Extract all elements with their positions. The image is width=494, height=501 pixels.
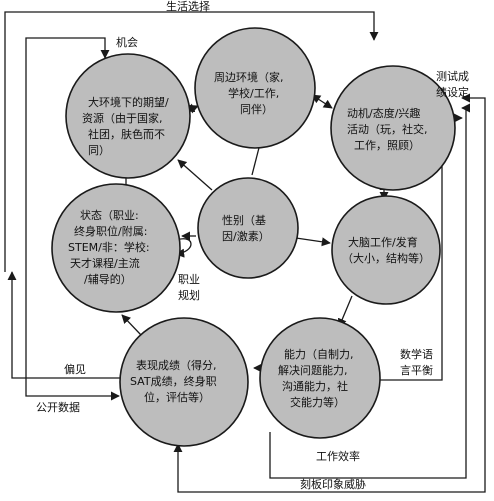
svg-text:性别（基 因/激素）: 性别（基 因/激素）: [222, 213, 270, 243]
svg-text:动机/态度/兴趣 活动（玩，社交,: 动机/态度/兴趣 活动（玩，社交, 工作，照顾）: [347, 106, 431, 152]
node-surroundings: 周边环境（家, 学校/工作, 同伴）: [194, 27, 316, 149]
loop-stereotype-threat: [173, 440, 486, 493]
node-performance-line-1: 表现成绩（得分,: [136, 358, 217, 372]
loop-public-data: [25, 385, 120, 401]
node-surroundings-line-3: 同伴）: [240, 103, 273, 116]
label-stereotype-threat: 刻板印象威胁: [300, 477, 366, 491]
node-environment-line-1: 大环境下的期望/: [88, 95, 169, 109]
svg-text:周边环境（家, 学校/工作, 同伴）: 周边环境（家, 学校/工作, 同伴）: [214, 70, 287, 116]
node-environment-line-4: 同）: [88, 144, 110, 157]
node-status: 状态（职业: 终身职位/附属: STEM/非：学校: 天才课程/主流 /辅导的）: [51, 183, 181, 313]
node-ability-line-1: 能力（自制力,: [284, 347, 354, 361]
svg-text:大脑工作/发育 （大小，结构等）: 大脑工作/发育 （大小，结构等）: [342, 235, 430, 265]
node-status-line-5: /辅导的）: [84, 272, 132, 286]
node-motivation: 动机/态度/兴趣 活动（玩，社交, 工作，照顾）: [330, 65, 456, 191]
node-environment-line-3: 社团，肤色而不: [88, 127, 165, 141]
svg-text:大环境下的期望/ 资源（由于国家,: 大环境下的期望/ 资源（由于国家, 社团，肤色而不 同）: [82, 95, 172, 157]
node-performance-line-3: 位，评估等）: [144, 390, 210, 404]
label-career-plan-1: 职业: [178, 273, 200, 286]
node-status-line-2: 终身职位/附属:: [74, 224, 147, 238]
label-life-choice: 生活选择: [166, 0, 210, 13]
node-surroundings-line-2: 学校/工作,: [228, 86, 279, 100]
node-ability-line-2: 解决问题能力,: [278, 363, 348, 377]
label-opportunity: 机会: [116, 35, 138, 49]
svg-text:能力（自制力, 解决问题能力, 沟通: 能力（自制力, 解决问题能力, 沟通能力，社 交能力等）: [278, 347, 357, 409]
node-surroundings-line-1: 周边环境（家,: [214, 70, 284, 84]
node-ability-line-3: 沟通能力，社: [282, 379, 348, 393]
node-gender-line-1: 性别（基: [222, 213, 266, 227]
svg-text:数学语 言平衡: 数学语 言平衡: [400, 347, 437, 377]
svg-text:表现成绩（得分, SAT成绩，终身职: 表现成绩（得分, SAT成绩，终身职 位，评估等）: [130, 358, 220, 404]
label-math-language-2: 言平衡: [400, 364, 433, 377]
edge-labels: 生活选择 机会 测试成 绩设定 职业 规划 偏见 公开数据 数学语 言平衡 工作…: [36, 0, 473, 491]
node-status-line-4: 天才课程/主流: [70, 256, 140, 270]
loop-prejudice: [7, 271, 122, 379]
node-environment: 大环境下的期望/ 资源（由于国家, 社团，肤色而不 同）: [65, 53, 191, 179]
node-brain-line-1: 大脑工作/发育: [348, 235, 418, 249]
label-test-setting-2: 绩设定: [436, 85, 469, 99]
loop-opportunity: [25, 37, 110, 385]
node-motivation-line-3: 工作，照顾）: [354, 139, 420, 152]
node-status-line-3: STEM/非：学校:: [68, 240, 150, 254]
label-test-setting-1: 测试成: [436, 70, 469, 83]
node-gender: 性别（基 因/激素）: [197, 177, 299, 279]
svg-text:状态（职业: 终身职位/附属: ST: 状态（职业: 终身职位/附属: STEM/非：学校: 天才课程/主流 /辅导的）: [68, 208, 153, 286]
node-performance: 表现成绩（得分, SAT成绩，终身职 位，评估等）: [119, 317, 249, 447]
node-motivation-line-2: 活动（玩，社交,: [347, 122, 428, 136]
loop-test-setting: [461, 93, 486, 440]
label-public-data: 公开数据: [36, 400, 80, 414]
loop-work-efficiency: [269, 103, 471, 479]
svg-text:职业 规划: 职业 规划: [178, 273, 204, 302]
node-brain-line-2: （大小，结构等）: [342, 251, 430, 265]
node-brain: 大脑工作/发育 （大小，结构等）: [331, 195, 441, 305]
label-prejudice: 偏见: [64, 362, 86, 376]
label-career-plan-2: 规划: [178, 288, 200, 302]
loop-life-choice: [4, 11, 379, 272]
svg-text:测试成 绩设定: 测试成 绩设定: [436, 70, 473, 99]
node-motivation-line-1: 动机/态度/兴趣: [347, 106, 420, 120]
node-environment-line-2: 资源（由于国家,: [82, 111, 163, 125]
label-math-language-1: 数学语: [400, 347, 433, 361]
node-ability-line-4: 交能力等）: [290, 395, 345, 409]
label-work-efficiency: 工作效率: [316, 449, 360, 463]
node-performance-line-2: SAT成绩，终身职: [130, 374, 217, 388]
node-ability: 能力（自制力, 解决问题能力, 沟通能力，社 交能力等）: [259, 317, 381, 439]
node-status-line-1: 状态（职业:: [80, 208, 139, 222]
node-gender-line-2: 因/激素）: [222, 229, 270, 243]
